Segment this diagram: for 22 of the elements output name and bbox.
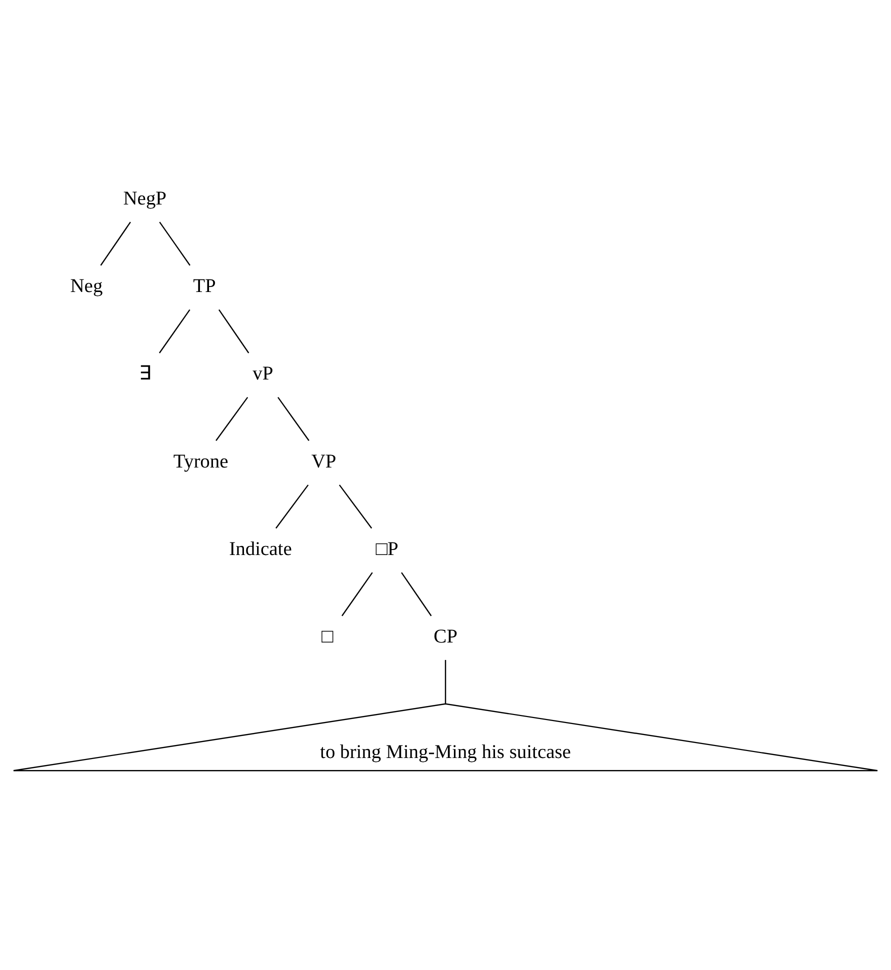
node-text: ∃ (138, 363, 151, 384)
node-text: VP (311, 450, 336, 472)
node-text: Indicate (229, 538, 292, 560)
node-text: □P (376, 538, 398, 560)
node-text: Tyrone (173, 450, 228, 472)
connector (216, 396, 248, 440)
connector (159, 221, 190, 266)
node-text: NegP (123, 188, 167, 209)
node-text: vP (252, 363, 274, 384)
node-text: □ (322, 626, 334, 648)
connector (278, 396, 310, 440)
node-text: TP (193, 276, 216, 297)
connector (100, 221, 131, 266)
connector (218, 308, 250, 353)
connector (338, 484, 372, 528)
node-text: CP (434, 626, 458, 648)
connector (444, 659, 446, 704)
connector (275, 484, 309, 528)
node-text: Neg (70, 276, 103, 297)
connector (342, 572, 373, 616)
connector (401, 572, 432, 616)
connector (158, 308, 190, 353)
